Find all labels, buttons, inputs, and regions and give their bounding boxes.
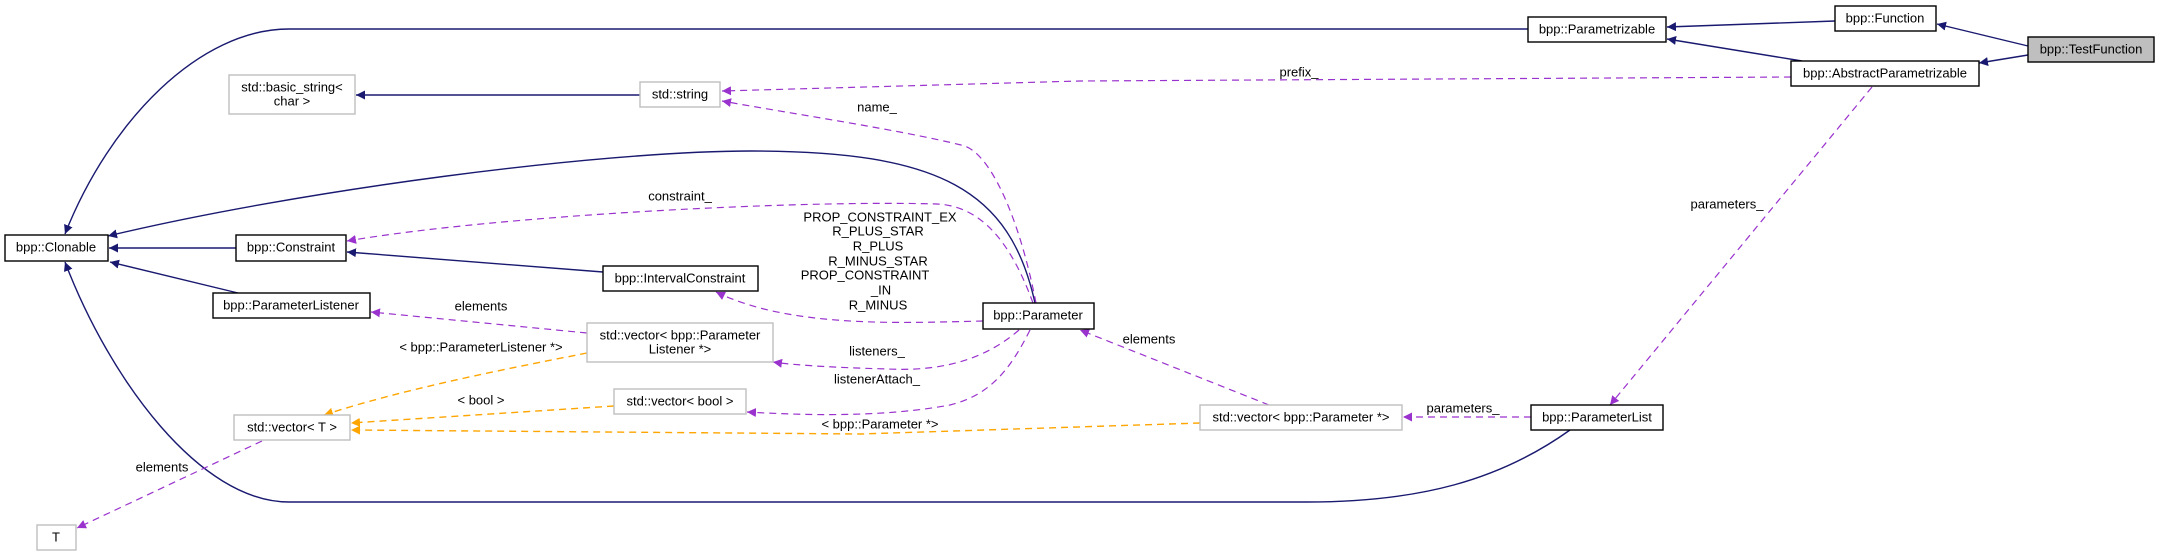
node-parameter[interactable]: bpp::Parameter xyxy=(982,302,1095,330)
edge-parameter-clonable xyxy=(107,150,1036,304)
svg-text:bpp::Constraint: bpp::Constraint xyxy=(247,239,336,254)
edge-constants xyxy=(715,291,984,324)
node-vector-t[interactable]: std::vector< T > xyxy=(233,414,351,441)
edge-parameterlistener-clonable xyxy=(109,259,239,294)
node-test-function[interactable]: bpp::TestFunction xyxy=(2027,36,2155,63)
node-parameter-list[interactable]: bpp::ParameterList xyxy=(1530,404,1664,431)
node-abstract-parametrizable[interactable]: bpp::AbstractParametrizable xyxy=(1790,60,1980,87)
svg-text:char >: char > xyxy=(274,93,311,108)
label-prefix: prefix_ xyxy=(1279,64,1319,79)
label-constant: _IN xyxy=(870,282,891,297)
edge-function-parametrizable xyxy=(1666,20,1836,32)
svg-text:bpp::IntervalConstraint: bpp::IntervalConstraint xyxy=(615,270,746,285)
edge-abstractparametrizable-parametrizable xyxy=(1666,36,1803,62)
edge-parameters-abstract xyxy=(1609,86,1873,406)
node-vector-bool[interactable]: std::vector< bool > xyxy=(613,388,747,415)
svg-text:bpp::AbstractParametrizable: bpp::AbstractParametrizable xyxy=(1803,65,1967,80)
node-constraint[interactable]: bpp::Constraint xyxy=(235,234,347,262)
edge-name xyxy=(721,98,1037,304)
label-parameters-abstract: parameters_ xyxy=(1691,196,1765,211)
edge-elements-parameter xyxy=(1079,329,1270,406)
label-tpl-listener: < bpp::ParameterListener *> xyxy=(399,339,562,354)
node-vector-parameter[interactable]: std::vector< bpp::Parameter *> xyxy=(1199,404,1403,431)
label-constant: R_MINUS xyxy=(849,297,908,312)
edge-listener-attach xyxy=(746,329,1031,418)
edge-testfunction-function xyxy=(1936,21,2029,47)
svg-text:std::vector< bpp::Parameter: std::vector< bpp::Parameter xyxy=(600,327,761,342)
label-constraint: constraint_ xyxy=(648,188,712,203)
svg-text:Listener *>: Listener *> xyxy=(649,341,712,356)
node-function[interactable]: bpp::Function xyxy=(1834,5,1937,32)
svg-text:std::string: std::string xyxy=(652,86,708,101)
edge-elements-listener xyxy=(370,308,588,334)
label-listener-attach: listenerAttach_ xyxy=(834,371,921,386)
node-vector-listener[interactable]: std::vector< bpp::ParameterListener *> xyxy=(586,322,774,363)
label-constant: PROP_CONSTRAINT_EX xyxy=(803,209,956,224)
label-elements-parameter: elements xyxy=(1123,331,1176,346)
label-tpl-bool: < bool > xyxy=(458,392,505,407)
label-elements-t: elements xyxy=(136,459,189,474)
node-interval-constraint[interactable]: bpp::IntervalConstraint xyxy=(602,265,759,292)
node-string[interactable]: std::string xyxy=(639,81,721,108)
svg-text:std::vector< bool >: std::vector< bool > xyxy=(627,393,734,408)
svg-text:std::basic_string<: std::basic_string< xyxy=(241,79,343,94)
label-constant: R_MINUS_STAR xyxy=(828,253,927,268)
node-parameter-listener[interactable]: bpp::ParameterListener xyxy=(212,292,371,319)
edge-tpl-listener xyxy=(323,352,588,417)
edge-tpl-parameter xyxy=(350,422,1201,435)
node-t[interactable]: T xyxy=(36,524,77,551)
label-constant: R_PLUS xyxy=(853,238,904,253)
label-name: name_ xyxy=(857,99,898,114)
label-listeners: listeners_ xyxy=(849,343,905,358)
label-constant: PROP_CONSTRAINT xyxy=(801,267,930,282)
edge-parameterlist-clonable xyxy=(64,261,1571,503)
svg-text:std::vector< T >: std::vector< T > xyxy=(247,419,337,434)
svg-text:bpp::Parameter: bpp::Parameter xyxy=(993,307,1083,322)
edge-constraint xyxy=(346,202,1034,304)
svg-text:std::vector< bpp::Parameter *>: std::vector< bpp::Parameter *> xyxy=(1212,409,1389,424)
svg-text:bpp::Function: bpp::Function xyxy=(1846,10,1925,25)
svg-text:bpp::ParameterListener: bpp::ParameterListener xyxy=(223,297,360,312)
edge-tpl-bool xyxy=(350,405,615,427)
edge-intervalconstraint-constraint xyxy=(346,248,604,273)
edge-parametrizable-clonable xyxy=(64,28,1528,235)
svg-text:bpp::Parametrizable: bpp::Parametrizable xyxy=(1539,21,1655,36)
node-clonable[interactable]: bpp::Clonable xyxy=(4,234,109,262)
label-constant: R_PLUS_STAR xyxy=(832,223,924,238)
svg-text:bpp::TestFunction: bpp::TestFunction xyxy=(2040,41,2143,56)
node-parametrizable[interactable]: bpp::Parametrizable xyxy=(1527,16,1667,43)
node-basic-string[interactable]: std::basic_string<char > xyxy=(228,74,356,115)
svg-text:bpp::Clonable: bpp::Clonable xyxy=(16,239,96,254)
svg-text:T: T xyxy=(52,529,60,544)
svg-text:bpp::ParameterList: bpp::ParameterList xyxy=(1542,409,1652,424)
label-parameters-list: parameters_ xyxy=(1427,400,1501,415)
label-elements-listener: elements xyxy=(455,298,508,313)
edge-elements-t xyxy=(76,440,263,529)
edge-prefix xyxy=(721,76,1792,96)
label-tpl-parameter: < bpp::Parameter *> xyxy=(821,416,938,431)
edge-testfunction-abstractparametrizable xyxy=(1978,54,2029,66)
